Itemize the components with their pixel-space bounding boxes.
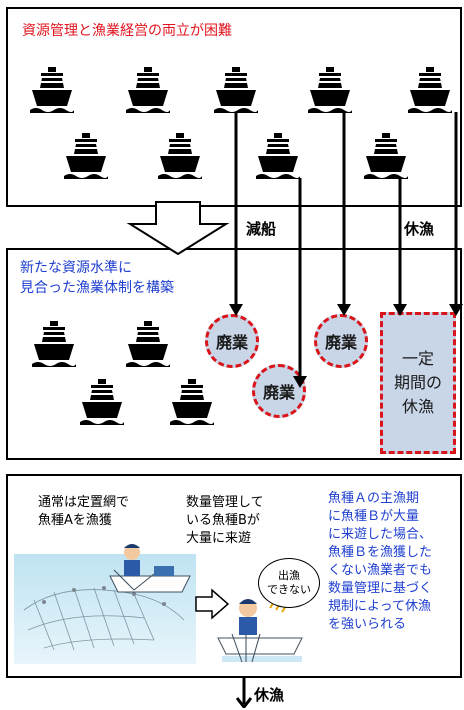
idle-fisherman-illustration [217,599,303,663]
speech-bubble-line2: できない [267,583,311,596]
explanation-line: 数量管理に基づく [328,581,433,596]
top-panel [6,7,462,207]
closed-business-circle: 廃業 [205,314,259,368]
caption-normal: 通常は定置網で 魚種Aを漁獲 [38,494,129,530]
explanation-line: 魚種Ｂを漁獲した [328,545,433,560]
caption-influx: 数量管理して いる魚種Bが 大量に来遊 [186,494,264,548]
explanation-line: を強いられる [328,617,407,632]
explanation-line: 規制によって休漁 [328,599,431,614]
bottom-down-arrow-icon [236,678,252,708]
caption-influx-line1: 数量管理して [186,495,264,510]
explanation-line: くない漁業者でも [328,563,433,578]
set-net-illustration [14,544,196,664]
caption-influx-line3: 大量に来遊 [186,531,252,546]
middle-title-line1: 新たな資源水準に [20,260,132,276]
closed-business-circle: 廃業 [252,364,306,418]
explanation-line: に来遊した場合、 [328,527,433,542]
temporary-rest-box: 一定 期間の 休漁 [380,312,456,454]
speech-bubble-line1: 出漁 [278,569,300,582]
caption-normal-line2: 魚種Aを漁獲 [38,513,112,528]
top-panel-title: 資源管理と漁業経営の両立が困難 [22,23,232,39]
caption-influx-line2: いる魚種Bが [186,513,260,528]
middle-panel-title: 新たな資源水準に 見合った漁業体制を構築 [20,258,174,298]
closed-business-circle: 廃業 [314,314,368,368]
speech-bubble: 出漁 できない [258,558,320,608]
bottom-rest-label: 休漁 [254,686,285,704]
rest-label: 休漁 [404,220,435,238]
down-arrow-icon [126,201,230,256]
explanation-text: 魚種Ａの主漁期 に魚種Ｂが大量 に来遊した場合、 魚種Ｂを漁獲した くない漁業者… [328,490,432,634]
explanation-line: 魚種Ａの主漁期 [328,491,420,506]
reduce-label: 減船 [246,220,277,238]
right-arrow-icon [195,588,230,620]
caption-normal-line1: 通常は定置網で [38,495,130,510]
middle-title-line2: 見合った漁業体制を構築 [20,280,174,296]
explanation-line: に魚種Ｂが大量 [328,509,420,524]
reduction-arrows [229,112,463,388]
